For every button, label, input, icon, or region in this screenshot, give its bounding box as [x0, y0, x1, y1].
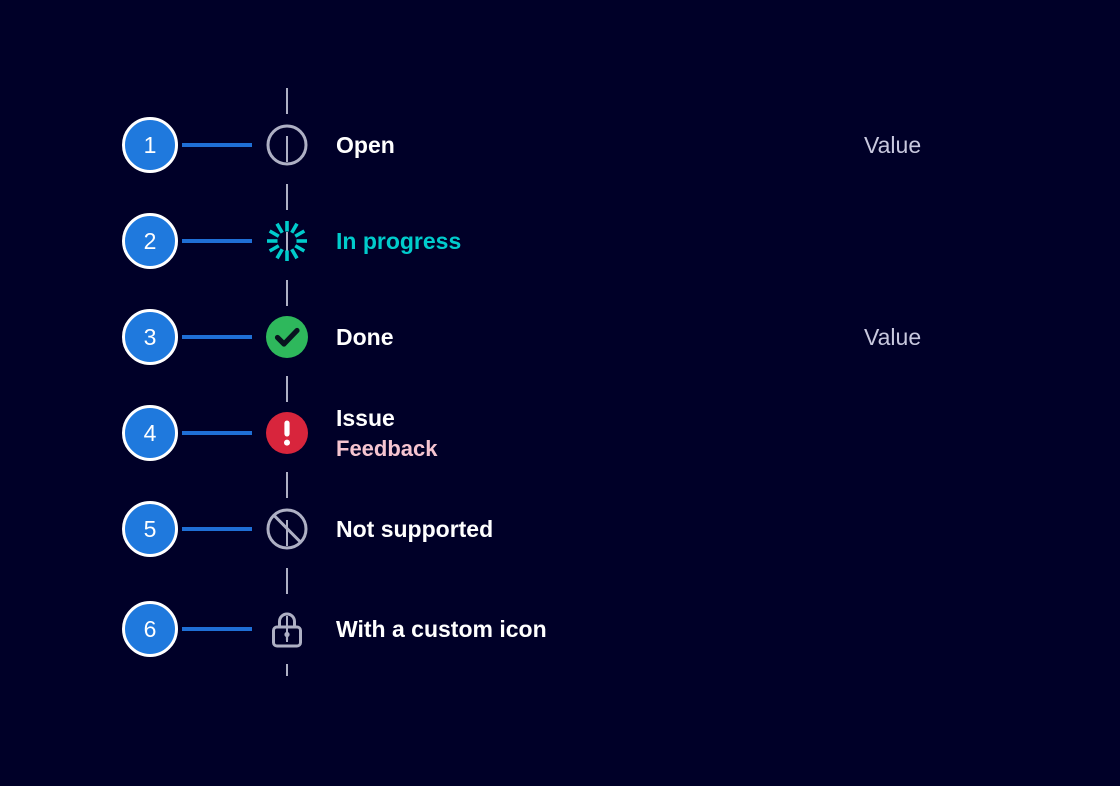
callout-badge-6[interactable]: 6 — [122, 601, 178, 657]
status-open-icon — [263, 117, 311, 173]
status-in-progress-icon — [263, 213, 311, 269]
callout-leader-line — [182, 627, 252, 631]
status-labels: In progress — [336, 213, 461, 269]
status-label: Open — [336, 131, 395, 158]
status-custom-icon — [263, 601, 311, 657]
status-row[interactable]: 1 Open Value — [0, 117, 1120, 173]
status-labels: With a custom icon — [336, 601, 547, 657]
row-value: Value — [864, 131, 922, 158]
callout-badge-2[interactable]: 2 — [122, 213, 178, 269]
callout-badge-5[interactable]: 5 — [122, 501, 178, 557]
status-row[interactable]: 5 Not supported — [0, 501, 1120, 557]
row-value: Value — [864, 323, 922, 350]
callout-badge-1[interactable]: 1 — [122, 117, 178, 173]
callout-leader-line — [182, 431, 252, 435]
vertical-dashed-connector — [286, 88, 288, 676]
callout-leader-line — [182, 143, 252, 147]
status-issue-icon — [263, 405, 311, 461]
status-label: Not supported — [336, 515, 494, 542]
callout-leader-line — [182, 527, 252, 531]
status-row[interactable]: 3 Done Value — [0, 309, 1120, 365]
callout-badge-3[interactable]: 3 — [122, 309, 178, 365]
status-row[interactable]: 6 With a custom icon — [0, 601, 1120, 657]
callout-badge-4[interactable]: 4 — [122, 405, 178, 461]
status-label: In progress — [336, 227, 462, 254]
status-label: Done — [336, 323, 394, 350]
status-done-icon — [263, 309, 311, 365]
status-labels: Not supported — [336, 501, 493, 557]
status-row[interactable]: 2 In progress — [0, 213, 1120, 269]
status-labels: Open — [336, 117, 395, 173]
status-sublabel: Feedback — [336, 435, 438, 461]
status-labels: Done — [336, 309, 394, 365]
status-label: With a custom icon — [336, 615, 547, 642]
status-not-supported-icon — [263, 501, 311, 557]
callout-leader-line — [182, 239, 252, 243]
callout-leader-line — [182, 335, 252, 339]
status-label: Issue — [336, 404, 395, 431]
